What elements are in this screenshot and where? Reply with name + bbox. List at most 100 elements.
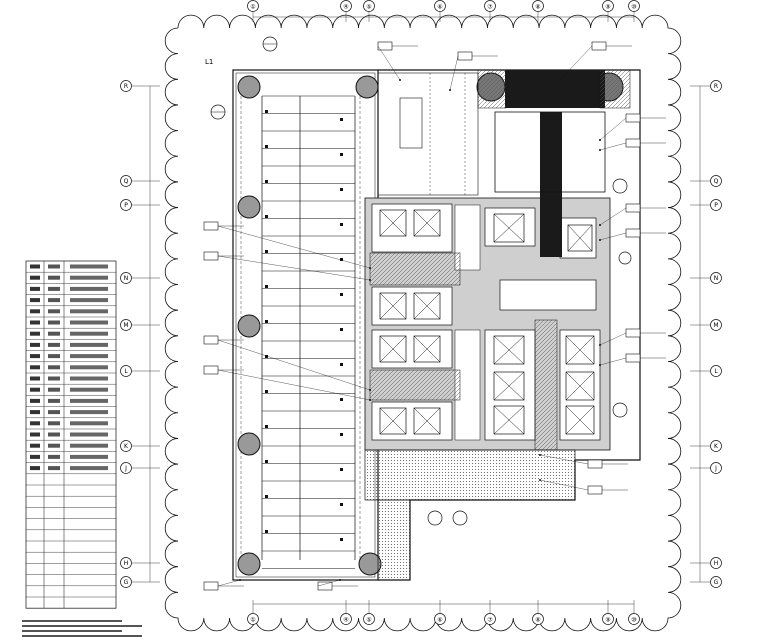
elevator-car [379, 209, 407, 237]
stair-shaft [477, 69, 631, 257]
elevator-car [413, 335, 441, 363]
corridor-floor [364, 449, 576, 581]
legend-row [26, 264, 116, 273]
grid-bubble-column: ⑨ [602, 613, 614, 625]
elevator-car [565, 405, 595, 435]
svg-text:G: G [124, 579, 129, 586]
legend-row [26, 454, 116, 463]
legend-row [26, 309, 116, 318]
elevator-car [565, 335, 595, 365]
callout-tag [203, 221, 371, 269]
grid-bubble-row: G [710, 576, 722, 588]
grid-bubble-column: ⑧ [532, 0, 544, 12]
svg-text:K: K [714, 443, 719, 450]
svg-text:④: ④ [343, 4, 348, 11]
elevator-car [567, 224, 593, 252]
grid-bubble-column: ⑨ [602, 0, 614, 12]
svg-text:⑤: ⑤ [366, 617, 371, 624]
grid-bubble-column: ⑦ [484, 613, 496, 625]
grid-bubble-column: ⑥ [434, 613, 446, 625]
svg-text:⑧: ⑧ [535, 4, 540, 11]
office-bay-lines [240, 95, 361, 569]
callout-tag [203, 579, 244, 591]
elevator-car [379, 407, 407, 435]
grid-bubble-column: ④ [340, 613, 352, 625]
svg-text:N: N [714, 275, 719, 282]
grid-bubble-column: ① [247, 0, 259, 12]
legend-row [26, 432, 116, 441]
grid-bubble-row: K [710, 440, 722, 452]
callout-tag [599, 113, 666, 141]
callout-tag [317, 579, 358, 591]
svg-text:Q: Q [714, 178, 719, 185]
drawing-mark: L1 [205, 58, 213, 66]
svg-text:P: P [714, 202, 718, 209]
callout-tag [599, 353, 666, 366]
legend-row [26, 320, 116, 329]
legend-row [26, 354, 116, 362]
grid-bubble-column: ⑧ [532, 613, 544, 625]
svg-text:M: M [123, 322, 128, 329]
callout-tag [559, 41, 632, 81]
callout-tag [539, 479, 628, 495]
svg-text:H: H [124, 560, 129, 567]
callout-tag [599, 328, 666, 346]
callout-tag [539, 454, 628, 469]
grid-bubble-row: N [120, 272, 132, 284]
svg-text:⑥: ⑥ [437, 617, 442, 624]
legend-row [26, 387, 116, 396]
svg-text:⑥: ⑥ [437, 4, 442, 11]
callout-tag [599, 228, 666, 241]
svg-text:⑧: ⑧ [535, 617, 540, 624]
legend-row [26, 331, 116, 340]
grid-bubble-row: J [120, 462, 132, 474]
callout-tag [203, 251, 371, 281]
legend-row [26, 365, 116, 374]
grid-bubble-row: J [710, 462, 722, 474]
grid-bubble-row: M [710, 319, 722, 331]
elevator-car [413, 209, 441, 237]
elevator-car [413, 292, 441, 320]
upper-middle-office [377, 72, 479, 196]
grid-bubble-row: K [120, 440, 132, 452]
svg-text:⑨: ⑨ [605, 4, 610, 11]
grid-bubble-row: N [710, 272, 722, 284]
legend-row [26, 398, 116, 407]
elevator-car [493, 213, 525, 243]
grid-bubble-column: ⑤ [363, 0, 375, 12]
svg-text:⑦: ⑦ [487, 617, 493, 624]
grid-bubble-row: H [710, 557, 722, 569]
callout-tag [377, 41, 418, 81]
grid-bubble-column: ⑤ [363, 613, 375, 625]
svg-text:K: K [124, 443, 129, 450]
grid-bubble-row: L [120, 365, 132, 377]
elevator-car [565, 371, 595, 401]
elevator-car [413, 407, 441, 435]
legend-row [26, 376, 116, 385]
grid-bubble-row: M [120, 319, 132, 331]
annotation-tags [203, 41, 666, 591]
svg-text:G: G [714, 579, 719, 586]
elevator-cars [379, 209, 595, 435]
legend-row [26, 286, 116, 295]
section-markers: L1 [205, 36, 632, 526]
elevator-car [379, 292, 407, 320]
legend-row [26, 466, 116, 474]
svg-text:P: P [124, 202, 128, 209]
elevator-car [493, 371, 525, 401]
svg-text:R: R [124, 83, 128, 90]
grid-bubble-column: ④ [340, 0, 352, 12]
svg-text:⑤: ⑤ [366, 4, 371, 11]
svg-text:L: L [124, 368, 128, 375]
drawing-note-line [22, 620, 122, 622]
grid-bubble-row: R [710, 80, 722, 92]
svg-text:⑨: ⑨ [605, 617, 610, 624]
grid-bubble-column: ⑩ [628, 613, 640, 625]
grid-bubble-column: ⑥ [434, 0, 446, 12]
svg-text:R: R [714, 83, 718, 90]
grid-bubble-row: Q [710, 175, 722, 187]
legend-row [26, 443, 116, 452]
grid-bubble-row: R [120, 80, 132, 92]
